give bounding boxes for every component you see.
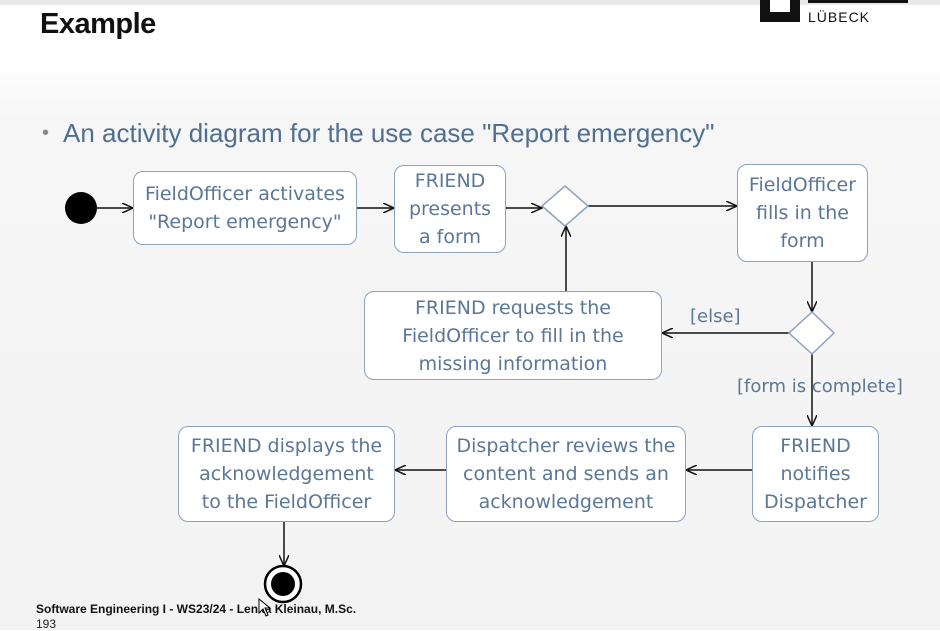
university-logo-icon-inner	[770, 0, 790, 12]
guard-form-complete: [form is complete]	[737, 376, 903, 397]
decision-node	[787, 310, 836, 356]
bullet-dot-icon: •	[42, 122, 50, 144]
top-strip	[0, 0, 940, 5]
initial-node	[65, 192, 97, 224]
bullet-text: An activity diagram for the use case "Re…	[63, 118, 715, 148]
merge-node	[540, 185, 590, 227]
final-node-core	[271, 572, 295, 596]
guard-else: [else]	[690, 306, 741, 327]
action-fieldofficer-activates: FieldOfficer activates"Report emergency"	[133, 171, 357, 245]
slide-title: Example	[40, 8, 156, 40]
university-logo-clipped-text	[808, 0, 908, 3]
mouse-pointer-icon	[258, 598, 272, 617]
university-logo-text: LÜBECK	[808, 9, 871, 25]
page-number: 193	[36, 617, 57, 631]
slide-footer: Software Engineering I - WS23/24 - Lenka…	[36, 602, 357, 616]
bullet-point: • An activity diagram for the use case "R…	[42, 118, 842, 149]
